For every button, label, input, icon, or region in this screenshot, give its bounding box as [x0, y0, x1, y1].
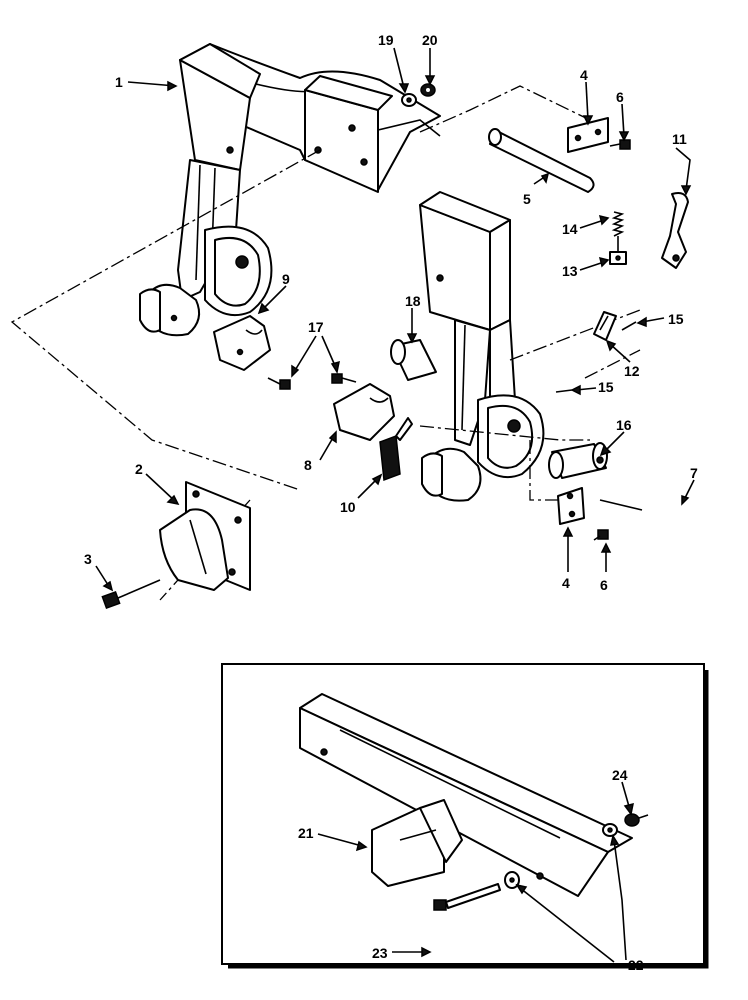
callout-23: 23 [372, 945, 388, 961]
callout-3: 3 [84, 551, 92, 567]
callout-22: 22 [628, 957, 644, 973]
part-20-nut [420, 83, 436, 97]
part-7-pin [599, 499, 643, 511]
part-11-latch [661, 192, 689, 269]
callout-18: 18 [405, 293, 421, 309]
part-6-bolt-bottom [593, 529, 609, 541]
part-19-washer [401, 93, 417, 107]
callout-8: 8 [304, 457, 312, 473]
callout-2: 2 [135, 461, 143, 477]
callout-5: 5 [523, 191, 531, 207]
callout-6-top: 6 [616, 89, 624, 105]
callout-11: 11 [672, 131, 687, 147]
part-10-latch-block [379, 417, 413, 482]
part-12-slotted-plate [593, 311, 617, 341]
leader-lines [95, 47, 695, 963]
callout-20: 20 [422, 32, 438, 48]
callout-24: 24 [612, 767, 628, 783]
inset-drawbar [221, 663, 709, 969]
part-16-pin [548, 442, 608, 479]
callout-13: 13 [562, 263, 578, 279]
callout-12: 12 [624, 363, 640, 379]
callout-6-bottom: 6 [600, 577, 608, 593]
part-9-hook-block [213, 315, 271, 371]
callout-4-bottom: 4 [562, 575, 570, 591]
part-17-bolt-right [331, 373, 357, 384]
callout-21: 21 [298, 825, 314, 841]
part-4-plate-top [567, 117, 609, 153]
part-15-pin-lower [555, 389, 573, 393]
callout-15-lower: 15 [598, 379, 614, 395]
callout-16: 16 [616, 417, 632, 433]
part-3-bolt [101, 579, 161, 609]
callout-9: 9 [282, 271, 290, 287]
callout-10: 10 [340, 499, 356, 515]
part-17-bolt-left [267, 377, 291, 390]
callout-17: 17 [308, 319, 324, 335]
part-8-hook-block [333, 383, 395, 441]
hitch-frame [139, 43, 545, 502]
part-18-bushing [390, 339, 437, 381]
part-4-plate-bottom [557, 487, 585, 525]
part-15-pin-right [621, 321, 637, 331]
part-5-pin [488, 128, 595, 193]
part-13-bracket [609, 236, 627, 265]
callout-15-right: 15 [668, 311, 684, 327]
part-22-washer-upper [602, 823, 618, 837]
callout-14: 14 [562, 221, 578, 237]
part-24-nut [624, 813, 649, 827]
part-2-hook-plate [159, 481, 251, 591]
part-14-spring [611, 211, 625, 237]
part-6-bolt-top [609, 139, 631, 150]
alignment-lines [10, 85, 641, 601]
callout-labels: 1 2 3 4 4 5 6 6 7 8 9 10 11 12 13 14 15 … [84, 32, 698, 973]
callout-19: 19 [378, 32, 394, 48]
callout-1: 1 [115, 74, 123, 90]
callout-7: 7 [690, 465, 698, 481]
callout-4-top: 4 [580, 67, 588, 83]
part-23-bolt [433, 883, 501, 911]
